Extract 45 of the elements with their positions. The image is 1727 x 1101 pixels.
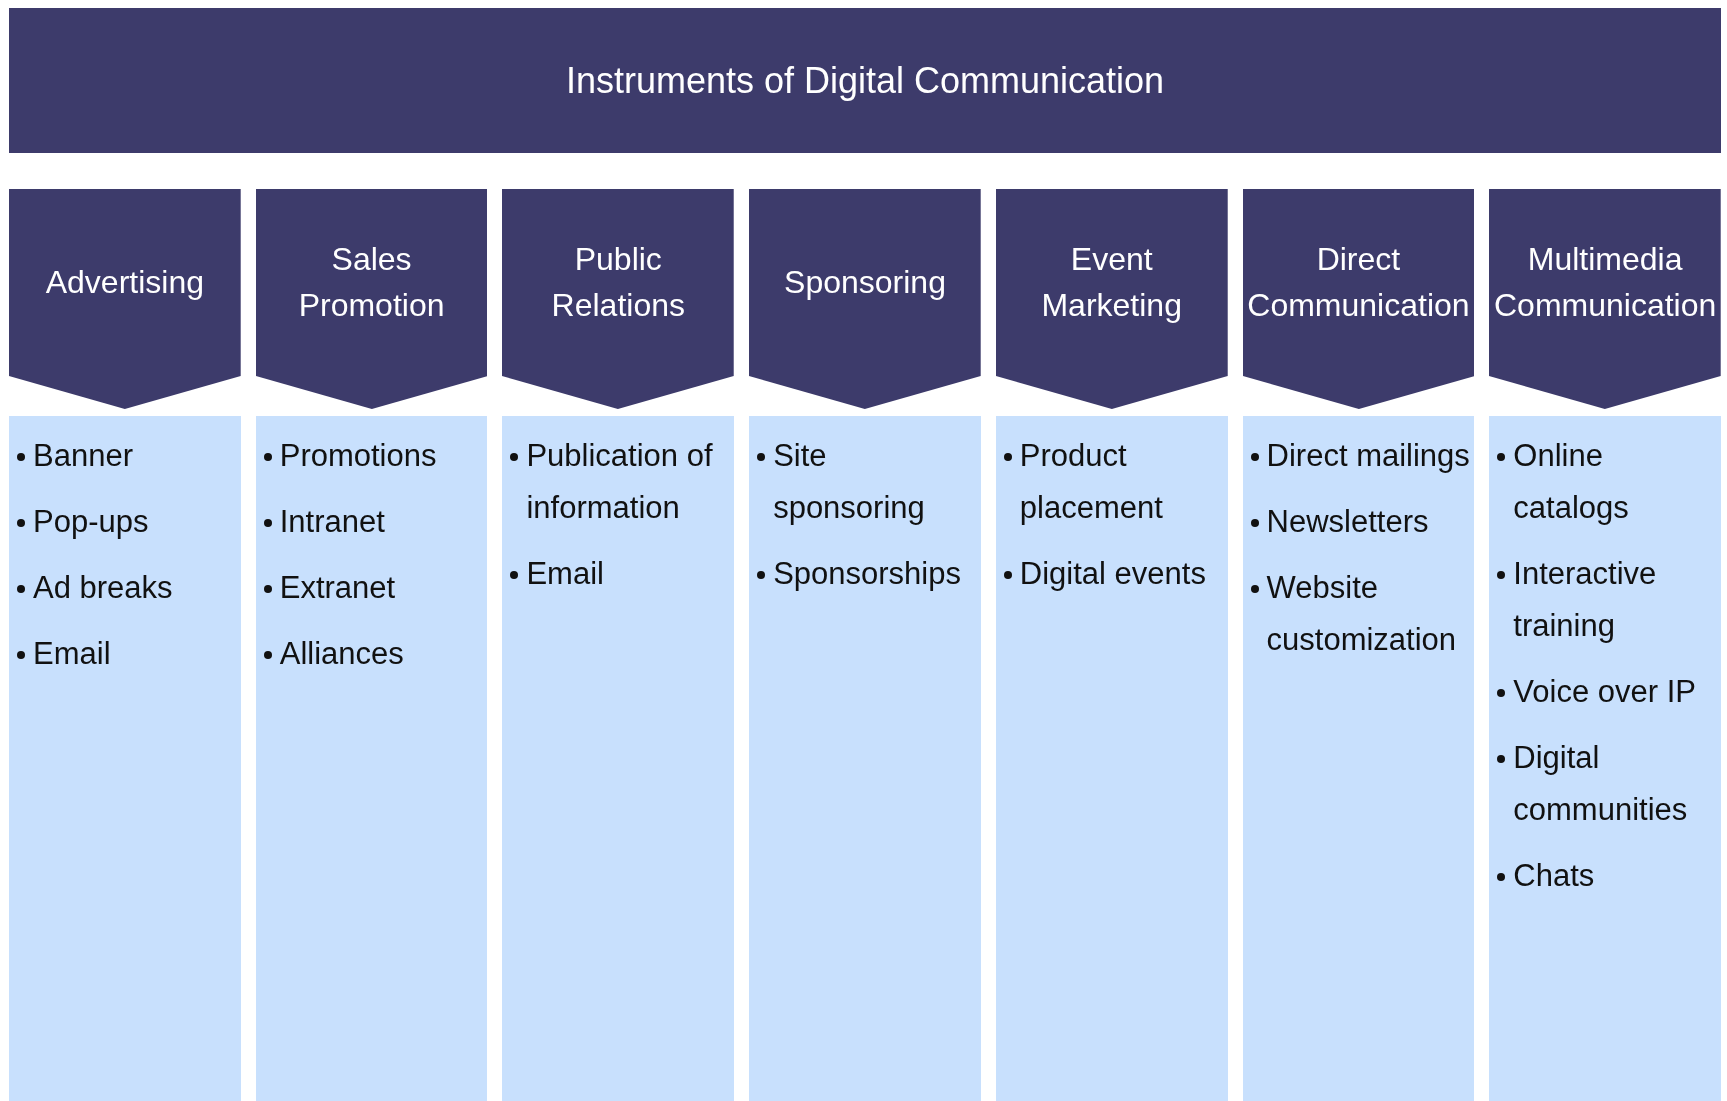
- category-heading: Sales Promotion: [297, 239, 446, 325]
- bullet-item: Direct mailings: [1266, 437, 1470, 475]
- category-header: [255, 189, 488, 409]
- category-heading: Sponsoring: [784, 262, 946, 302]
- bullet-item: Website customization: [1266, 569, 1458, 659]
- bullet-item: Sponsorships: [773, 555, 961, 593]
- category-header: [1242, 189, 1475, 409]
- bullet-item: Alliances: [279, 635, 404, 673]
- bullet-item: Interactive training: [1513, 555, 1658, 645]
- category-heading: Direct Communication: [1246, 239, 1471, 325]
- title-text: Instruments of Digital Communication: [565, 58, 1165, 103]
- bullet-item: Voice over IP: [1513, 673, 1696, 711]
- bullet-item: Banner: [33, 437, 133, 475]
- category-header: [9, 189, 241, 409]
- bullet-item: Email: [33, 635, 111, 673]
- bullet-item: Publication of information: [526, 437, 714, 527]
- bullet-item: Intranet: [279, 503, 385, 541]
- category-header: [1489, 189, 1721, 409]
- bullet-item: Digital events: [1019, 555, 1206, 593]
- bullet-item: Extranet: [279, 569, 396, 607]
- bullet-item: Online catalogs: [1513, 437, 1630, 527]
- bullet-item: Site sponsoring: [773, 437, 926, 527]
- bullet-item: Newsletters: [1266, 503, 1429, 541]
- item-panel: [502, 416, 735, 1101]
- bullet-item: Chats: [1513, 857, 1595, 895]
- category-heading: Multimedia Communication: [1493, 239, 1717, 325]
- category-header: [502, 189, 735, 409]
- bullet-item: Email: [526, 555, 604, 593]
- bullet-item: Promotions: [279, 437, 437, 475]
- category-heading: Advertising: [45, 262, 204, 302]
- bullet-item: Digital communities: [1513, 739, 1689, 829]
- category-header: [995, 189, 1228, 409]
- bullet-item: Pop-ups: [33, 503, 149, 541]
- item-panel: [749, 416, 981, 1101]
- category-header: [749, 189, 981, 409]
- title-banner: [9, 8, 1721, 153]
- item-panel: [255, 416, 488, 1101]
- item-panel: [1242, 416, 1475, 1101]
- item-panel: [1489, 416, 1721, 1101]
- category-heading: Event Marketing: [1040, 239, 1183, 325]
- item-panel: [995, 416, 1228, 1101]
- bullet-item: Ad breaks: [33, 569, 173, 607]
- item-panel: [9, 416, 241, 1101]
- category-heading: Public Relations: [550, 239, 686, 325]
- bullet-item: Product placement: [1019, 437, 1164, 527]
